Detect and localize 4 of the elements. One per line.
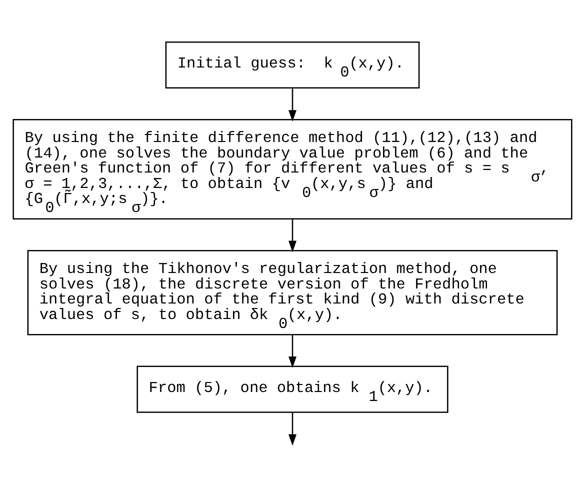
arrow — [288, 334, 297, 368]
arrow — [288, 88, 296, 122]
arrow — [288, 218, 297, 252]
arrow — [288, 412, 297, 446]
